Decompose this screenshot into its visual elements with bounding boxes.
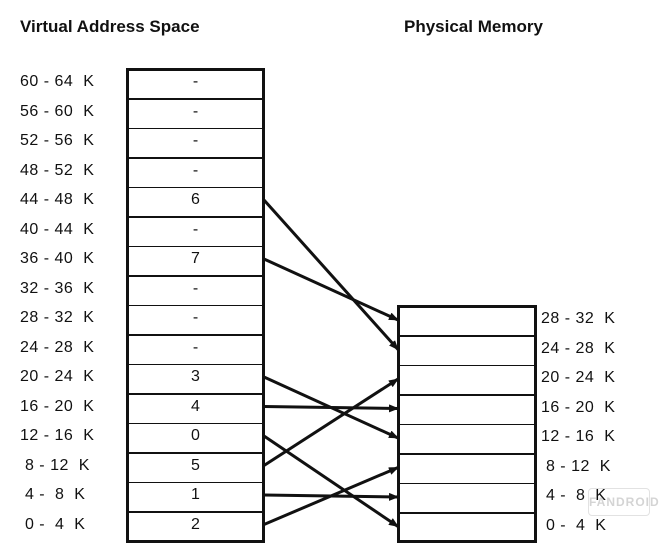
virtual-page-cell: - [127,275,264,306]
mapping-arrow [263,404,399,413]
physical-memory-title: Physical Memory [404,17,543,36]
virtual-range-label: 52 - 56 K [20,132,95,149]
physical-frame-cell [398,453,535,484]
physical-range-label: 16 - 20 K [541,398,616,416]
virtual-page-cell: - [127,157,264,188]
physical-frame-cell [398,512,535,543]
physical-frame-cell [398,394,535,425]
physical-range-label: 0 - 4 K [541,516,607,534]
physical-range-label: 4 - 8 K [541,487,607,504]
mapping-arrow [263,434,399,528]
physical-range-label: 12 - 16 K [541,428,616,445]
virtual-range-label: 28 - 32 K [20,309,95,326]
virtual-range-label: 4 - 8 K [20,486,86,503]
virtual-range-label: 24 - 28 K [20,338,95,356]
mapping-arrow [263,377,399,467]
virtual-range-label: 56 - 60 K [20,102,95,120]
virtual-page-cell: - [127,216,264,247]
virtual-range-label: 16 - 20 K [20,397,95,415]
mapping-arrow [263,466,399,526]
physical-range-label: 28 - 32 K [541,310,616,327]
physical-range-label: 8 - 12 K [541,457,611,475]
virtual-range-label: 20 - 24 K [20,368,95,385]
virtual-range-label: 12 - 16 K [20,427,95,444]
virtual-address-space-title: Virtual Address Space [20,17,200,36]
virtual-range-label: 0 - 4 K [20,515,86,533]
watermark-logo: FANDROID [588,488,659,516]
virtual-range-label: 40 - 44 K [20,220,95,238]
virtual-range-label: 44 - 48 K [20,191,95,208]
virtual-range-label: 60 - 64 K [20,73,95,90]
virtual-page-cell: - [127,305,264,335]
physical-frame-cell [398,424,535,454]
mapping-arrow [262,198,400,351]
virtual-range-label: 32 - 36 K [20,279,95,297]
virtual-range-label: 48 - 52 K [20,161,95,179]
physical-range-label: 20 - 24 K [541,369,616,386]
virtual-page-cell: - [127,334,264,365]
virtual-range-label: 8 - 12 K [20,456,90,474]
virtual-range-label: 36 - 40 K [20,250,95,267]
physical-range-label: 24 - 28 K [541,339,616,357]
mapping-arrow [263,257,399,322]
